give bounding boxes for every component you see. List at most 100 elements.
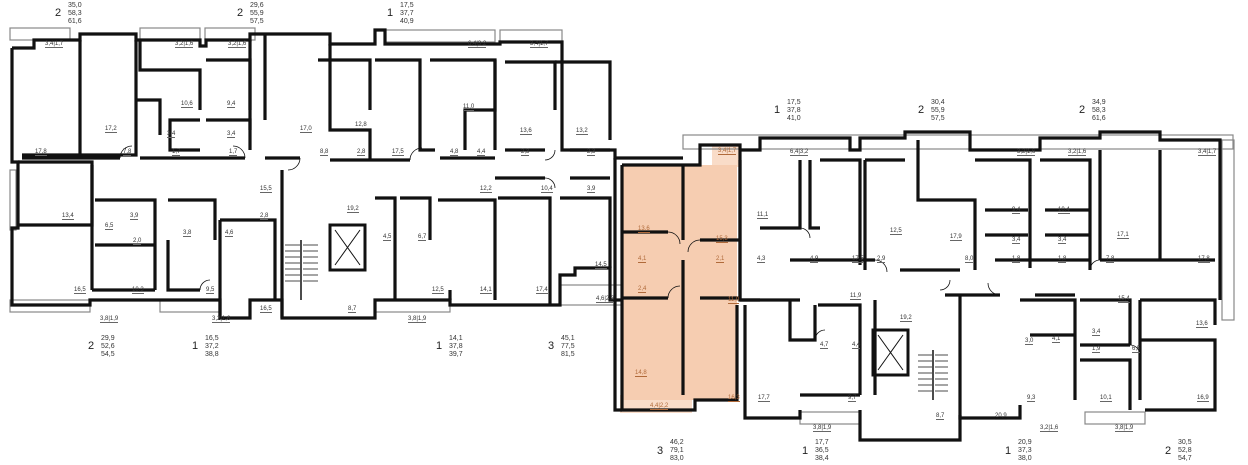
- room-area: 3,4|1,7: [718, 148, 737, 155]
- room-area: 19,2: [347, 206, 359, 213]
- room-area: 17,2: [105, 126, 117, 133]
- room-area: 3,9: [587, 186, 596, 193]
- room-area: 12,5: [432, 287, 444, 294]
- room-area: 12,8: [355, 122, 367, 129]
- room-area: 3,8|1,9: [1115, 425, 1134, 432]
- room-area: 7,8: [123, 149, 132, 156]
- room-area: 3,4: [1058, 237, 1067, 244]
- rooms-count: 3: [548, 340, 555, 352]
- room-area: 4,4: [852, 342, 861, 349]
- room-area: 4,4|2,2: [650, 403, 669, 410]
- room-area: 8,7: [936, 413, 945, 420]
- room-area: 6,7: [418, 234, 427, 241]
- room-area: 15,3: [716, 236, 728, 243]
- room-area: 17,8: [1198, 256, 1210, 263]
- room-area: 3,8|1,9: [408, 316, 427, 323]
- rooms-count: 1: [1005, 445, 1012, 457]
- room-area: 7,8: [1106, 256, 1115, 263]
- rooms-count: 3: [657, 445, 664, 457]
- room-area: 9,4: [227, 101, 236, 108]
- room-area: 11,1: [757, 212, 769, 219]
- room-area: 3,4|1,7: [1198, 149, 1217, 156]
- rooms-count: 2: [1165, 445, 1172, 457]
- room-area: 17,7: [758, 395, 770, 402]
- room-area: 13,6: [520, 128, 532, 135]
- room-area: 9,7: [848, 395, 857, 402]
- room-area: 13,4: [62, 213, 74, 220]
- room-area: 2,8: [357, 149, 366, 156]
- room-area: 2,4: [638, 286, 647, 293]
- stairwell-right: [871, 328, 948, 400]
- stairwell-left: [285, 223, 367, 300]
- room-area: 17,1: [1117, 232, 1129, 239]
- room-area: 2,1: [716, 256, 725, 263]
- rooms-count: 2: [88, 340, 95, 352]
- room-area: 17,4: [536, 287, 548, 294]
- room-area: 16,9: [1197, 395, 1209, 402]
- rooms-count: 1: [436, 340, 443, 352]
- room-area: 1,8: [1058, 256, 1067, 263]
- room-area: 13,6: [1196, 321, 1208, 328]
- room-area: 1,7: [229, 149, 238, 156]
- rooms-count: 1: [802, 445, 809, 457]
- room-area: 3,0: [1025, 338, 1034, 345]
- room-area: 6,5: [1132, 346, 1141, 353]
- room-area: 4,6|2,3: [596, 296, 615, 303]
- room-area: 2,3: [521, 149, 530, 156]
- room-area: 10,3: [132, 287, 144, 294]
- room-area: 10,1: [1100, 395, 1112, 402]
- room-area: 14,8: [635, 370, 647, 377]
- room-area: 3,9: [130, 213, 139, 220]
- room-area: 15,5: [260, 186, 272, 193]
- room-area: 10,6: [181, 101, 193, 108]
- room-area: 2,0: [133, 238, 142, 245]
- room-area: 13,6: [638, 226, 650, 233]
- room-area: 3,8|1,9: [100, 316, 119, 323]
- room-area: 6,4|3,2: [468, 41, 487, 48]
- rooms-count: 1: [192, 340, 199, 352]
- room-area: 11,0: [728, 297, 740, 304]
- room-area: 17,8: [35, 149, 47, 156]
- room-area: 3,4|1,7: [45, 41, 64, 48]
- room-area: 2,9: [877, 256, 886, 263]
- room-area: 3,2|1,6: [228, 41, 247, 48]
- room-area: 1,8: [1012, 256, 1021, 263]
- room-area: 4,5: [383, 234, 392, 241]
- room-area: 13,2: [576, 128, 588, 135]
- room-area: 1,7: [172, 149, 181, 156]
- room-area: 4,8: [450, 149, 459, 156]
- room-area: 3,2|1,6: [1068, 149, 1087, 156]
- room-area: 4,7: [820, 342, 829, 349]
- room-area: 16,5: [260, 306, 272, 313]
- room-area: 8,7: [348, 306, 357, 313]
- room-area: 3,4: [167, 131, 176, 138]
- room-area: 14,1: [480, 287, 492, 294]
- room-area: 6,5: [105, 223, 114, 230]
- room-area: 9,4: [1012, 207, 1021, 214]
- room-area: 19,2: [900, 315, 912, 322]
- rooms-count: 2: [918, 104, 925, 116]
- room-area: 12,2: [480, 186, 492, 193]
- room-area: 4,9: [810, 256, 819, 263]
- room-area: 17,5: [852, 256, 864, 263]
- room-area: 10,4: [541, 186, 553, 193]
- room-area: 15,4: [1118, 296, 1130, 303]
- room-area: 3,2|1,6: [212, 316, 231, 323]
- room-area: 11,0: [463, 104, 475, 111]
- room-area: 2,8: [260, 213, 269, 220]
- room-area: 16,3: [728, 395, 740, 402]
